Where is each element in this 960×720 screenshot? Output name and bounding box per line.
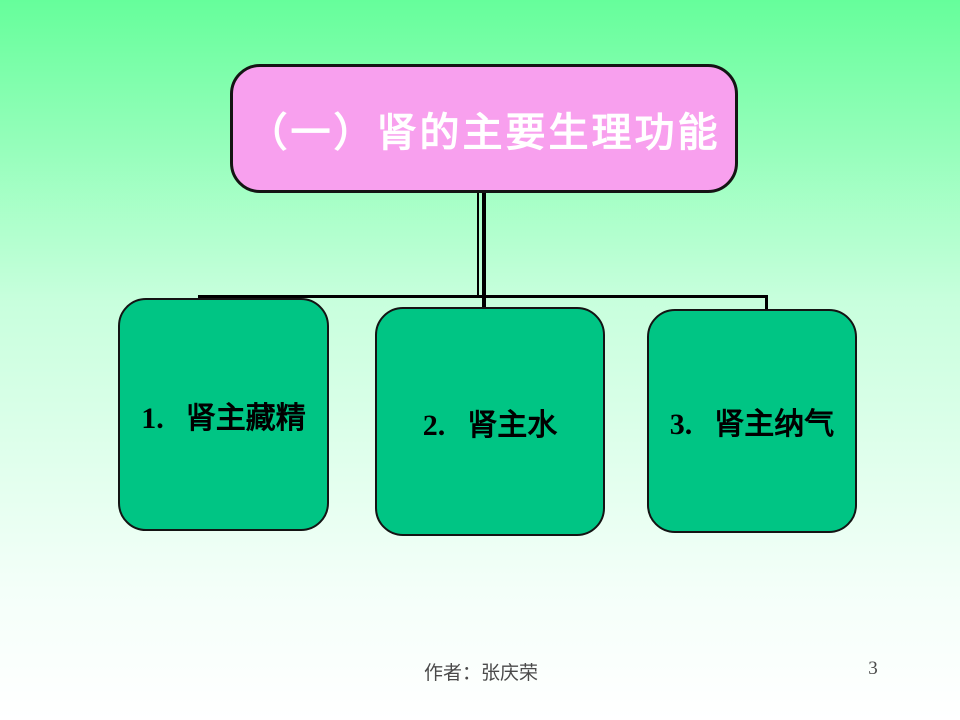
connector-drop-right [765,295,768,314]
node-label: 2. 肾主水 [423,400,558,444]
node-text: 肾主藏精 [185,401,306,435]
node-label: 3. 肾主纳气 [670,399,835,443]
slide-title: （一）肾的主要生理功能 [247,109,721,155]
connector-vertical-thick [482,192,486,311]
node-box-kidney-governs-water: 2. 肾主水 [375,307,605,536]
node-box-kidney-stores-essence: 1. 肾主藏精 [118,298,329,531]
footer-author: 作者：张庆荣 [423,663,539,684]
node-number: 3. [669,408,693,441]
connector-vertical-thin [477,192,479,298]
node-label: 1. 肾主藏精 [141,393,306,437]
page-number: 3 [868,658,878,679]
connector-horizontal [198,295,768,298]
node-number: 1. [141,401,164,435]
title-box: （一）肾的主要生理功能 [230,64,738,193]
node-text: 肾主纳气 [714,408,835,441]
node-box-kidney-receives-qi: 3. 肾主纳气 [647,309,857,533]
node-text: 肾主水 [467,408,558,442]
node-number: 2. [422,408,446,442]
